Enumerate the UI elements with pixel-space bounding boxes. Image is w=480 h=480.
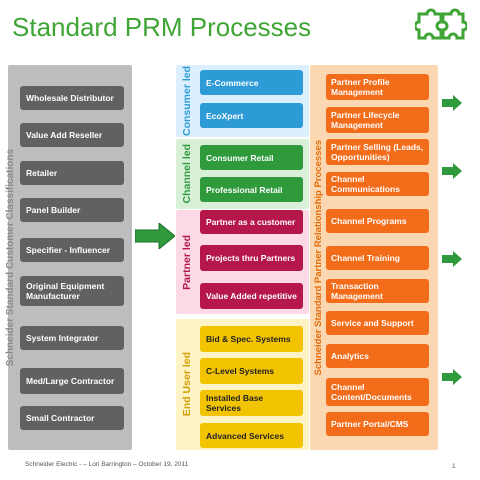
customer-item-value-add-reseller[interactable]: Value Add Reseller xyxy=(20,123,124,147)
customer-item-wholesale-distributor[interactable]: Wholesale Distributor xyxy=(20,86,124,110)
process-item-analytics[interactable]: Analytics xyxy=(326,344,429,368)
partner-item-projects-thru-partners[interactable]: Projects thru Partners xyxy=(200,245,303,271)
right-arrow-icon xyxy=(442,95,462,111)
enduser-item-installed-base-services[interactable]: Installed Base Services xyxy=(200,390,303,416)
process-item-channel-programs[interactable]: Channel Programs xyxy=(326,209,429,233)
process-item-service-and-support[interactable]: Service and Support xyxy=(326,311,429,335)
customer-item-oem[interactable]: Original Equipment Manufacturer xyxy=(20,276,124,306)
customer-item-specifier-influencer[interactable]: Specifier - Influencer xyxy=(20,238,124,262)
process-item-partner-lifecycle-management[interactable]: Partner Lifecycle Management xyxy=(326,107,429,133)
partner-item-value-added-repetitive[interactable]: Value Added repetitive xyxy=(200,283,303,309)
page-number: 1 xyxy=(452,463,456,470)
channel-led-label: Channel led xyxy=(181,144,193,204)
right-arrow-icon xyxy=(442,369,462,385)
footer-text: Schneider Electric - – Lori Barrington –… xyxy=(25,461,189,468)
page-title: Standard PRM Processes xyxy=(12,12,312,42)
channel-item-consumer-retail[interactable]: Consumer Retail xyxy=(200,145,303,170)
enduser-led-label: End User led xyxy=(181,352,193,417)
process-item-partner-selling[interactable]: Partner Selling (Leads, Opportunities) xyxy=(326,139,429,165)
right-arrow-icon xyxy=(442,163,462,179)
customer-item-small-contractor[interactable]: Small Contractor xyxy=(20,406,124,430)
right-arrow-icon xyxy=(442,251,462,267)
partner-led-label: Partner led xyxy=(181,234,193,290)
customer-classifications-label: Schneider Standard Customer Classificati… xyxy=(4,148,16,367)
partner-processes-label: Schneider Standard Partner Relationship … xyxy=(312,139,324,376)
customer-item-panel-builder[interactable]: Panel Builder xyxy=(20,198,124,222)
enduser-item-c-level-systems[interactable]: C-Level Systems xyxy=(200,358,303,384)
process-item-partner-profile-management[interactable]: Partner Profile Management xyxy=(326,74,429,100)
consumer-item-e-commerce[interactable]: E-Commerce xyxy=(200,70,303,95)
consumer-led-label: Consumer led xyxy=(181,65,193,136)
customer-item-retailer[interactable]: Retailer xyxy=(20,161,124,185)
partner-item-partner-as-customer[interactable]: Partner as a customer xyxy=(200,210,303,234)
enduser-item-advanced-services[interactable]: Advanced Services xyxy=(200,423,303,448)
process-item-partner-portal-cms[interactable]: Partner Portal/CMS xyxy=(326,412,429,436)
consumer-item-ecoxpert[interactable]: EcoXpert xyxy=(200,103,303,128)
customer-item-med-large-contractor[interactable]: Med/Large Contractor xyxy=(20,368,124,394)
channel-item-professional-retail[interactable]: Professional Retail xyxy=(200,177,303,202)
puzzle-logo-icon xyxy=(415,8,467,40)
process-item-channel-content-documents[interactable]: Channel Content/Documents xyxy=(326,378,429,406)
enduser-item-bid-spec-systems[interactable]: Bid & Spec. Systems xyxy=(200,326,303,352)
process-item-transaction-management[interactable]: Transaction Management xyxy=(326,279,429,303)
process-item-channel-training[interactable]: Channel Training xyxy=(326,246,429,270)
process-item-channel-communications[interactable]: Channel Communications xyxy=(326,172,429,196)
flow-arrow-icon xyxy=(135,223,175,249)
customer-item-system-integrator[interactable]: System Integrator xyxy=(20,326,124,350)
